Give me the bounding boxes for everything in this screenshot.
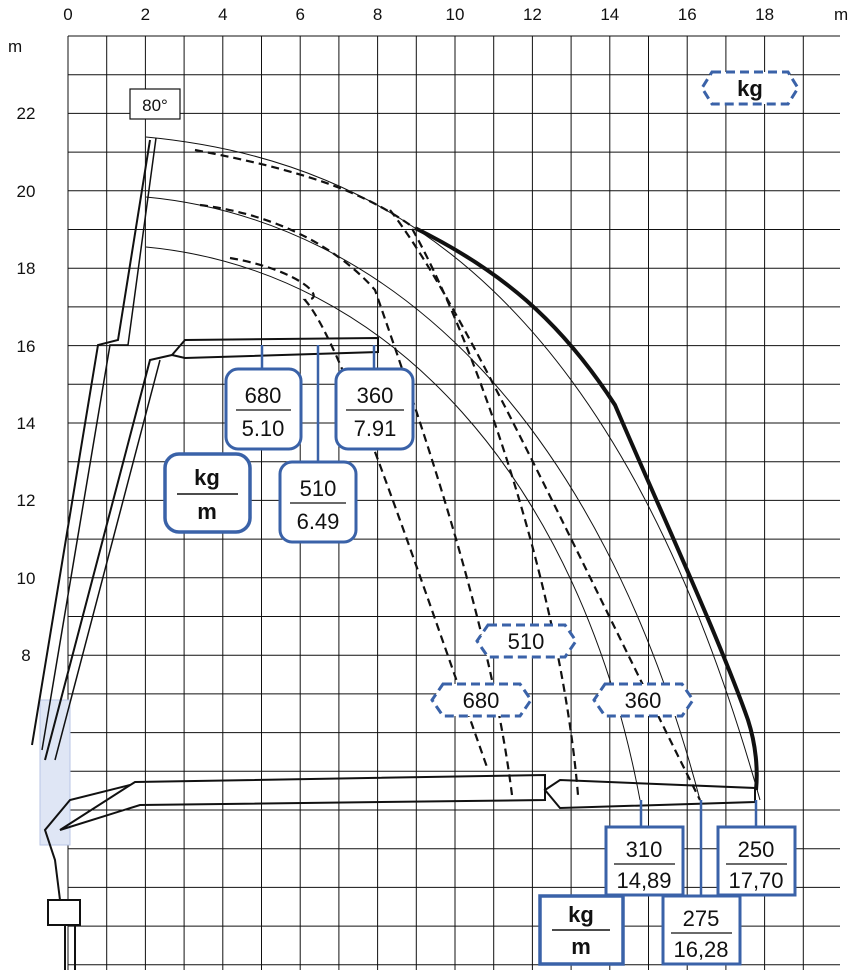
svg-text:510: 510 bbox=[300, 476, 337, 501]
y-tick-label: 16 bbox=[17, 337, 36, 356]
boom-upper-horizontal bbox=[170, 336, 379, 360]
boom-raised-2 bbox=[41, 137, 157, 751]
svg-text:kg: kg bbox=[568, 902, 594, 927]
svg-text:7.91: 7.91 bbox=[354, 416, 397, 441]
crane-column bbox=[64, 920, 76, 970]
y-tick-label: 20 bbox=[17, 182, 36, 201]
svg-text:6.49: 6.49 bbox=[297, 509, 340, 534]
upper-label-360: 360 7.91 bbox=[334, 367, 415, 451]
x-tick-label: 6 bbox=[295, 5, 304, 24]
x-unit-label: m bbox=[834, 5, 848, 24]
y-tick-label: 14 bbox=[17, 414, 36, 433]
x-axis-ticks: 0 2 4 6 8 10 12 14 16 18 bbox=[63, 5, 774, 24]
svg-text:kg: kg bbox=[194, 465, 220, 490]
x-tick-label: 8 bbox=[373, 5, 382, 24]
curve-label-360: 360 bbox=[592, 682, 695, 718]
x-tick-label: 4 bbox=[218, 5, 227, 24]
boom-raised-3 bbox=[44, 354, 173, 761]
y-tick-label: 10 bbox=[17, 569, 36, 588]
lower-label-275: 275 16,28 bbox=[661, 894, 742, 966]
crane-base bbox=[47, 899, 81, 926]
boom-lower-extension bbox=[543, 778, 756, 810]
y-tick-label: 18 bbox=[17, 259, 36, 278]
load-curve-680b bbox=[229, 256, 490, 771]
x-tick-label: 14 bbox=[600, 5, 619, 24]
curve-label-510: 510 bbox=[475, 623, 578, 659]
label-leaders bbox=[260, 345, 758, 896]
upper-label-510: 510 6.49 bbox=[278, 460, 358, 544]
svg-text:360: 360 bbox=[625, 688, 662, 713]
svg-text:275: 275 bbox=[683, 906, 720, 931]
svg-text:680: 680 bbox=[245, 383, 282, 408]
lower-legend-kg-m: kg m bbox=[538, 894, 625, 966]
x-tick-label: 10 bbox=[446, 5, 465, 24]
y-axis-ticks: 22 20 18 16 14 12 10 8 bbox=[17, 104, 36, 665]
lower-label-310: 310 14,89 bbox=[604, 825, 685, 897]
curve-label-680: 680 bbox=[430, 682, 533, 718]
y-tick-label: 8 bbox=[21, 646, 30, 665]
angle-label: 80° bbox=[142, 96, 168, 115]
svg-text:14,89: 14,89 bbox=[616, 868, 671, 893]
svg-text:5.10: 5.10 bbox=[242, 416, 285, 441]
angle-label-box bbox=[129, 88, 181, 120]
boom-raised-4 bbox=[54, 359, 161, 761]
reach-arc-middle bbox=[145, 196, 701, 801]
x-tick-label: 16 bbox=[678, 5, 697, 24]
svg-text:680: 680 bbox=[463, 688, 500, 713]
max-load-curve bbox=[414, 226, 759, 791]
grid bbox=[67, 35, 840, 970]
legend-kg-badge bbox=[700, 70, 800, 106]
y-tick-label: 22 bbox=[17, 104, 36, 123]
reach-arcs bbox=[145, 136, 761, 801]
lower-label-250: 250 17,70 bbox=[716, 825, 797, 897]
x-tick-label: 0 bbox=[63, 5, 72, 24]
svg-text:360: 360 bbox=[357, 383, 394, 408]
y-tick-label: 12 bbox=[17, 491, 36, 510]
svg-text:m: m bbox=[197, 499, 217, 524]
x-tick-label: 2 bbox=[141, 5, 150, 24]
boom-lower-horizontal bbox=[59, 773, 546, 831]
svg-text:m: m bbox=[571, 934, 591, 959]
y-unit-label: m bbox=[8, 37, 22, 56]
svg-text:510: 510 bbox=[508, 629, 545, 654]
upper-label-680: 680 5.10 bbox=[224, 367, 303, 451]
reach-arc-inner bbox=[145, 246, 641, 801]
svg-text:17,70: 17,70 bbox=[728, 868, 783, 893]
crane-drawing bbox=[31, 137, 756, 970]
svg-text:250: 250 bbox=[738, 837, 775, 862]
x-tick-label: 18 bbox=[755, 5, 774, 24]
x-tick-label: 12 bbox=[523, 5, 542, 24]
load-curve-510 bbox=[194, 148, 580, 796]
svg-text:16,28: 16,28 bbox=[673, 937, 728, 962]
svg-text:310: 310 bbox=[626, 837, 663, 862]
legend-kg-text: kg bbox=[737, 76, 763, 101]
reach-arc-outer bbox=[145, 136, 761, 801]
upper-legend-kg-m: kg m bbox=[163, 452, 252, 534]
boom-raised-1 bbox=[31, 139, 151, 746]
crane-lower-arm bbox=[43, 784, 131, 901]
